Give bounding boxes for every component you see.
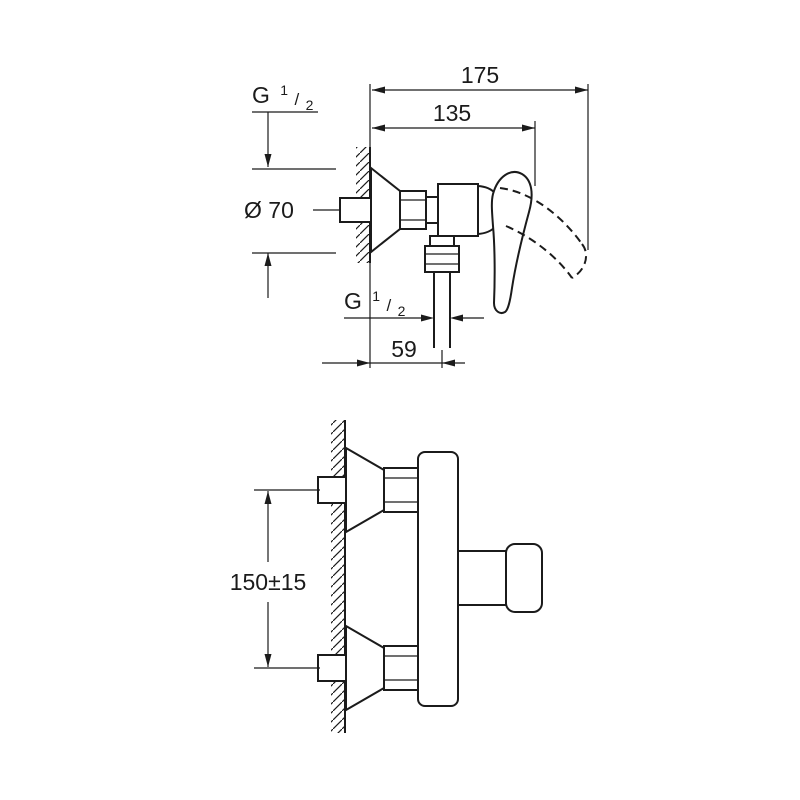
side-view: 175 135 G 1 / 2 <box>244 62 589 368</box>
dimension-text-135: 135 <box>433 100 471 126</box>
arrowhead <box>357 359 370 367</box>
thread-label-outlet: G 1 / 2 <box>344 280 484 322</box>
arrowhead <box>575 86 588 94</box>
escutcheon-cone-top <box>345 446 385 534</box>
arrowhead <box>421 314 434 322</box>
inlet-pipe-stub-top <box>317 476 347 504</box>
arrowhead <box>372 124 385 132</box>
lever-handle-swing-dashed <box>499 187 588 279</box>
arrowhead <box>264 253 272 266</box>
inlet-pipe-stub <box>339 197 372 223</box>
handle-neck-front <box>457 550 507 606</box>
arrowhead <box>442 359 455 367</box>
dimension-text-59: 59 <box>391 336 417 362</box>
dimension-outlet-offset: 59 <box>322 336 465 368</box>
thread-label-inlet: G 1 / 2 <box>252 74 318 167</box>
arrowhead <box>450 314 463 322</box>
dimension-text-diameter: Ø 70 <box>244 197 294 223</box>
wall-hatch <box>331 420 345 733</box>
lever-handle-solid <box>490 171 533 314</box>
wall-section-front <box>331 420 346 733</box>
dimension-total-depth: 175 <box>372 62 589 250</box>
front-view: 150±15 <box>230 420 543 733</box>
valve-body <box>437 183 479 237</box>
connection-nut-top <box>383 467 419 513</box>
escutcheon-cone-bottom <box>345 624 385 712</box>
neck <box>425 196 439 224</box>
arrowhead <box>264 491 272 504</box>
faucet-side <box>339 165 588 348</box>
inlet-pipe-stub-bottom <box>317 654 347 682</box>
dimension-body-depth: 135 <box>372 100 536 186</box>
outlet-collar <box>429 235 455 247</box>
dimension-text-175: 175 <box>461 62 499 88</box>
wall-section-side <box>356 84 371 368</box>
arrowhead <box>372 86 385 94</box>
arrowhead <box>264 154 272 167</box>
escutcheon-cone <box>370 165 401 255</box>
dimension-escutcheon-diameter: Ø 70 <box>244 168 341 298</box>
thread-text-inlet: G 1 / 2 <box>252 74 314 113</box>
outlet-nut <box>424 245 460 273</box>
dimension-text-150: 150±15 <box>230 569 307 595</box>
connection-nut-bottom <box>383 645 419 691</box>
valve-body-front <box>417 451 459 707</box>
connection-nut <box>399 190 427 230</box>
thread-text-outlet: G 1 / 2 <box>344 280 406 319</box>
arrowhead <box>264 654 272 667</box>
dimension-inlet-center-distance: 150±15 <box>230 489 320 669</box>
handle-grip-front <box>505 543 543 613</box>
faucet-front <box>317 446 543 712</box>
arrowhead <box>522 124 535 132</box>
